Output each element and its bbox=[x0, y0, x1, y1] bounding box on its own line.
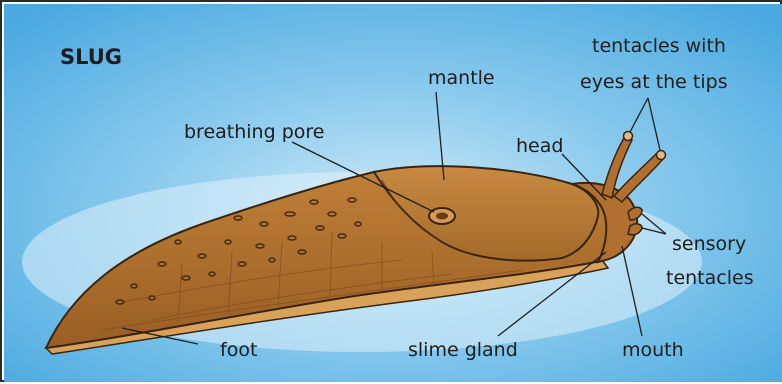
label-head: head bbox=[516, 135, 563, 157]
breathing-pore-inner bbox=[436, 213, 448, 220]
label-tentacles-line1: tentacles with bbox=[592, 35, 726, 57]
label-mantle: mantle bbox=[428, 67, 495, 89]
label-foot: foot bbox=[220, 339, 257, 361]
label-tentacles-line2: eyes at the tips bbox=[580, 71, 728, 93]
eye-right-icon bbox=[657, 151, 666, 160]
label-breathing-pore: breathing pore bbox=[184, 121, 324, 143]
label-slime-gland: slime gland bbox=[408, 339, 518, 361]
label-sensory-line1: sensory bbox=[672, 233, 746, 255]
eye-left-icon bbox=[624, 132, 633, 141]
diagram-title: SLUG bbox=[60, 45, 122, 69]
label-mouth: mouth bbox=[622, 339, 684, 361]
label-sensory-line2: tentacles bbox=[666, 267, 754, 289]
